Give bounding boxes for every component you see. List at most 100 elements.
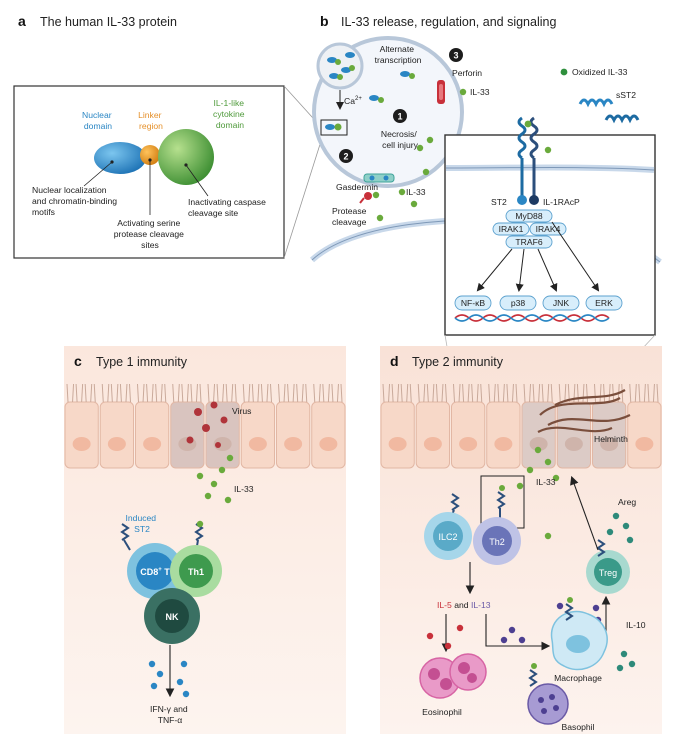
to-macrophage-arrow [485, 614, 551, 651]
il33-molecule [544, 146, 552, 154]
il33-molecule [459, 88, 467, 96]
erk-node [585, 295, 623, 311]
epithelial-cell [486, 401, 521, 469]
cilium [107, 383, 110, 403]
cilium [426, 383, 429, 403]
cilium [292, 383, 295, 403]
cilium [125, 383, 128, 403]
st2-receptor-treg [596, 539, 606, 557]
helminth-worm [537, 389, 631, 433]
jnk-label: JNK [553, 298, 570, 308]
il33-mid-label: IL-33 [406, 187, 426, 197]
cilium [101, 383, 104, 403]
cilium [195, 383, 198, 403]
panel-c-letter: c [74, 353, 82, 369]
epithelial-cell [380, 401, 415, 469]
epithelial-nucleus [248, 437, 267, 451]
cytokine-domain-label: IL-1-like cytokine domain [213, 98, 247, 130]
nucleus [316, 42, 364, 90]
cilium [547, 383, 550, 403]
cilium [397, 383, 400, 403]
cilium [251, 383, 254, 403]
cilium [493, 383, 496, 403]
st2-receptor-cd8 [120, 523, 131, 551]
cilium [391, 383, 394, 403]
il33-molecule [334, 123, 342, 131]
inset-box [320, 119, 348, 136]
linker-region-shape [140, 145, 160, 165]
cilium [137, 383, 139, 403]
cilium [652, 383, 655, 403]
cilium [529, 383, 532, 403]
cilium [467, 383, 470, 403]
cytokine-domain-shape [158, 129, 214, 185]
alternate-transcription-label: Alternate transcription [375, 44, 422, 65]
cilium [458, 383, 461, 403]
cilium [207, 383, 210, 403]
gasdermin-pore [363, 173, 395, 183]
nfkb-node [454, 295, 492, 311]
dna-helix [454, 314, 610, 322]
cilium [72, 383, 75, 403]
nuclear-il33-molecules [327, 52, 355, 80]
nuclear-domain-shape [94, 142, 146, 174]
il33-molecule [325, 124, 335, 130]
cilium [480, 383, 483, 403]
panel-d: d Type 2 immunity Helminth IL-33 ILC2 Th… [380, 346, 662, 734]
macrophage-nucleus [566, 635, 590, 653]
necrosis-label: Necrosis/ cell injury [381, 129, 419, 150]
cilium [336, 383, 339, 403]
epithelial-cell [135, 401, 170, 469]
released-il33 [376, 168, 430, 222]
epithelium-c [64, 383, 346, 469]
st2-receptor-th2 [496, 485, 506, 520]
cilium [603, 383, 606, 403]
il1racp-tir [529, 195, 539, 205]
cilium [296, 383, 299, 403]
cilium [225, 383, 228, 403]
p38-node [499, 295, 537, 311]
il33-bound [524, 120, 532, 128]
cilium [287, 383, 290, 403]
cilium [621, 383, 624, 403]
cilium [318, 383, 321, 403]
cilium [629, 383, 632, 403]
cilium [488, 383, 491, 403]
cilium [558, 383, 561, 403]
cilium [511, 383, 514, 403]
erk-label: ERK [595, 298, 613, 308]
il33-molecules-d [516, 446, 560, 540]
sst2-molecules [578, 98, 640, 124]
cilium [222, 383, 225, 403]
panel-a-title: The human IL-33 protein [40, 15, 177, 29]
il33-molecules-c [196, 454, 234, 504]
areg-label: Areg [618, 497, 636, 507]
cilium [322, 383, 325, 403]
st2-receptor-macrophage [564, 597, 574, 621]
epithelial-nucleus [494, 437, 513, 451]
cilium [242, 383, 245, 403]
cilium [199, 383, 202, 403]
pointer-dot [110, 160, 114, 164]
cilium [612, 383, 615, 403]
epithelial-nucleus [319, 437, 338, 451]
perforin-label: Perforin [452, 68, 482, 78]
cilium [453, 383, 455, 403]
epithelium-d [380, 383, 662, 469]
epithelial-nucleus [72, 437, 91, 451]
oxidized-il33-label: Oxidized IL-33 [572, 67, 628, 77]
panel-c: c Type 1 immunity Virus IL-33 Induced ST… [64, 346, 346, 734]
irak4-node [529, 222, 567, 236]
traf6-label: TRAF6 [515, 237, 542, 247]
gasdermin-label: Gasdermin [336, 182, 378, 192]
ifn-molecules [148, 660, 190, 698]
panel-b-title: IL-33 release, regulation, and signaling [341, 15, 556, 29]
cilium [160, 383, 163, 403]
cilium [84, 383, 87, 403]
ilc2-label: ILC2 [438, 532, 457, 542]
epithelial-cell [64, 401, 99, 469]
traf6-node [505, 235, 553, 249]
cilium [647, 383, 650, 403]
il33-label-d: IL-33 [536, 477, 556, 487]
cilium [164, 383, 167, 403]
